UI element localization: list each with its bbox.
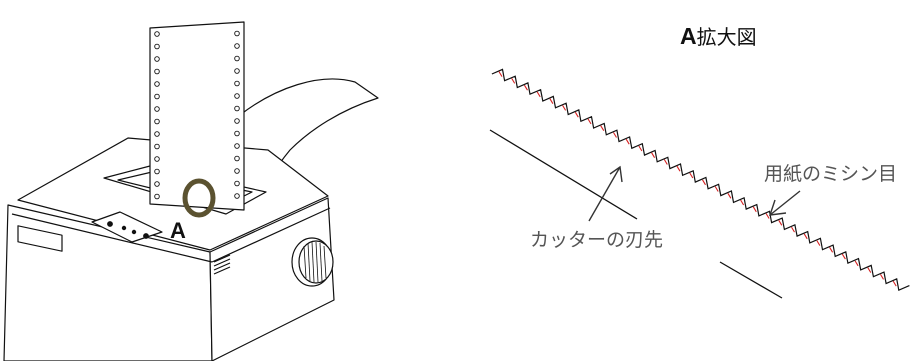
control-button — [143, 233, 149, 239]
perforation-cut-mark — [816, 240, 821, 246]
control-button — [121, 225, 127, 231]
sprocket-hole — [154, 31, 160, 37]
sprocket-hole — [234, 68, 240, 74]
paper-perforation — [491, 68, 910, 292]
sprocket-hole — [154, 118, 160, 125]
sprocket-hole — [154, 81, 160, 87]
perforation-cut-mark — [689, 172, 694, 179]
perforation-cut-mark — [562, 105, 567, 111]
perforation-cut-mark — [676, 165, 681, 172]
perforation-cut-mark — [752, 206, 757, 213]
perforation-cut-mark — [791, 226, 795, 233]
perforation-cut-mark — [663, 159, 668, 165]
perforation-teeth — [491, 68, 910, 292]
perforation-cut-mark — [765, 213, 770, 219]
sprocket-hole — [234, 155, 240, 162]
printer-right-side — [209, 197, 335, 361]
sprocket-hole — [154, 168, 160, 175]
cutter-pointer-arrow — [588, 165, 623, 222]
sprocket-hole — [234, 30, 240, 37]
perforation-cut-mark — [803, 233, 808, 240]
sprocket-hole — [154, 181, 160, 187]
control-button — [131, 229, 137, 235]
continuous-paper — [149, 21, 245, 211]
cutter-blade-edge-upper — [489, 129, 638, 220]
perforation-cut-mark — [600, 125, 605, 131]
side-vent — [213, 254, 231, 275]
sprocket-hole — [234, 105, 240, 112]
cutter-blade-edge-lower — [719, 261, 783, 299]
perforation-cut-mark — [651, 152, 656, 158]
zoom-title: A拡大図 — [680, 23, 757, 49]
perforation-cut-mark — [702, 179, 706, 186]
sprocket-hole — [154, 106, 160, 112]
sprocket-hole — [234, 193, 240, 199]
printer-illustration — [3, 21, 379, 361]
perforation-cut-mark — [523, 84, 528, 91]
perforation-cut-mark — [892, 280, 897, 287]
sprocket-hole — [154, 131, 160, 137]
sprocket-hole — [234, 143, 240, 149]
sprocket-hole — [154, 143, 160, 150]
perforation-cut-mark — [511, 78, 516, 84]
perforation-cut-mark — [727, 193, 732, 199]
sprocket-hole — [234, 180, 240, 187]
sprocket-hole — [154, 156, 160, 162]
perforation-cut-mark — [854, 260, 859, 267]
perforation-cut-mark — [638, 145, 643, 152]
perforation-cut-mark — [625, 138, 630, 145]
perforation-cut-mark — [587, 118, 592, 125]
sprocket-hole — [154, 56, 160, 62]
sprocket-hole — [234, 80, 240, 87]
zoom-title-prefix: A — [680, 23, 697, 49]
perforation-pointer-arrow — [768, 190, 801, 216]
perforation-cut-mark — [740, 199, 745, 206]
zoom-title-suffix: 拡大図 — [697, 25, 757, 49]
perforation-cut-mark — [841, 253, 846, 260]
perforation-cut-mark — [778, 220, 783, 226]
sprocket-hole — [234, 93, 240, 99]
perforation-cut-mark — [613, 132, 617, 138]
sprocket-hole — [234, 118, 240, 124]
perforation-cut-mark — [498, 71, 503, 77]
perforation-cut-mark — [549, 98, 554, 104]
perforation-cut-mark — [536, 91, 541, 98]
perforation-cut-mark — [829, 247, 834, 253]
perforation-cut-marks — [498, 71, 897, 287]
perforation-cut-mark — [574, 111, 579, 118]
sprocket-hole — [154, 43, 160, 50]
sprocket-hole — [234, 43, 240, 49]
perforation-cut-mark — [880, 274, 884, 280]
marker-circle-a — [182, 178, 216, 218]
perforation-label: 用紙のミシン目 — [764, 163, 897, 185]
sprocket-holes — [154, 30, 240, 200]
sprocket-hole — [234, 168, 240, 174]
sprocket-hole — [234, 130, 240, 137]
control-button — [107, 221, 113, 227]
front-label-window — [17, 225, 63, 252]
sprocket-hole — [234, 55, 240, 62]
perforation-cut-mark — [714, 186, 719, 192]
sprocket-hole — [154, 68, 160, 75]
cutter-label: カッターの刃先 — [530, 229, 663, 251]
perforation-cut-mark — [867, 267, 872, 273]
sprocket-hole — [154, 193, 160, 200]
knob-grip-lines — [303, 241, 327, 283]
marker-label-a: A — [170, 218, 186, 243]
sprocket-hole — [154, 93, 160, 100]
